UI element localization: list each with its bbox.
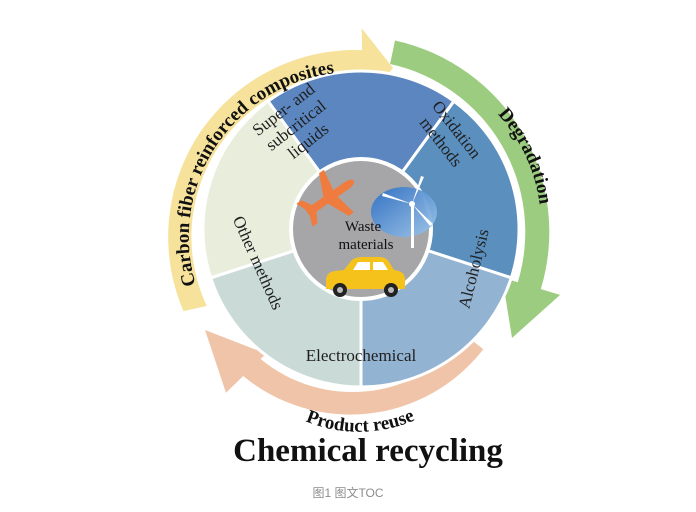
center-label-line1: Waste [345, 219, 382, 235]
arrow-right-band [390, 40, 561, 338]
arrow-left [168, 28, 393, 312]
car-icon [326, 257, 405, 297]
center-hub: Waste materials [289, 157, 437, 301]
airplane-icon [296, 169, 355, 227]
arrow-right [390, 40, 561, 338]
electrochemical-label: Electrochemical [306, 346, 417, 365]
arrow-left-band [168, 28, 393, 312]
center-label-line2: materials [339, 237, 394, 253]
arrow-bottom-band [205, 330, 484, 415]
figure-caption: 图1 图文TOC [312, 486, 384, 500]
diagram-title: Chemical recycling [233, 433, 503, 469]
arrow-bottom [205, 330, 484, 415]
wind-turbine-icon [371, 176, 437, 248]
